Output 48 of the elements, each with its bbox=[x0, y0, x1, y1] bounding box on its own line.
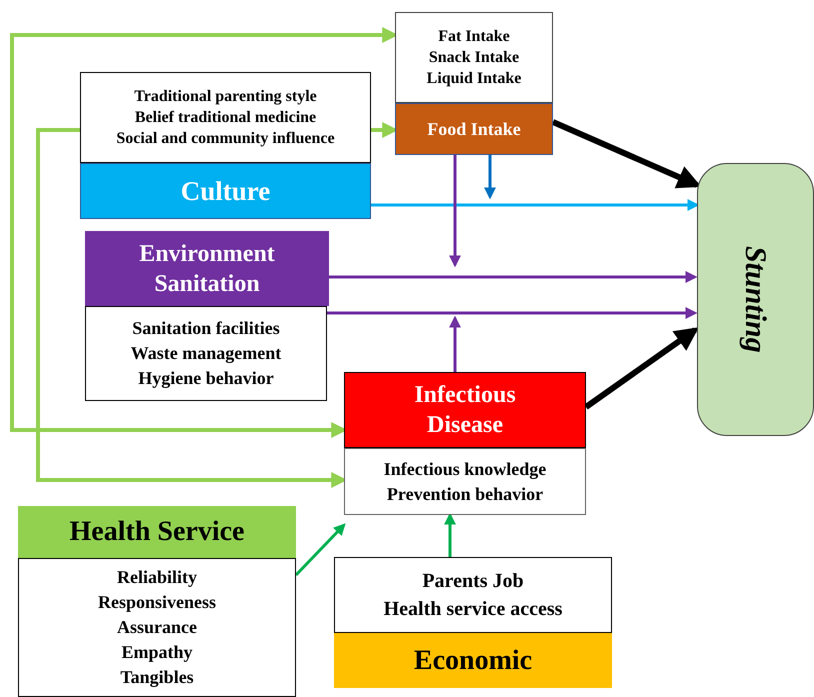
node-label: Culture bbox=[180, 174, 270, 208]
arrow bbox=[444, 512, 456, 557]
arrow bbox=[552, 119, 702, 188]
header-box bbox=[80, 163, 371, 219]
node-label: Tangibles bbox=[120, 666, 194, 689]
header-box bbox=[18, 506, 296, 558]
node-label: Hygiene behavior bbox=[138, 367, 274, 390]
node-label: Food Intake bbox=[427, 118, 521, 140]
header-box bbox=[395, 103, 553, 155]
node-label: Liquid Intake bbox=[426, 69, 522, 89]
header-box bbox=[334, 633, 612, 688]
arrow bbox=[484, 155, 496, 200]
arrow bbox=[327, 307, 698, 319]
node-label: Environment Sanitation bbox=[138, 240, 276, 298]
node-label: Snack Intake bbox=[428, 48, 520, 68]
outcome-box bbox=[697, 163, 814, 436]
factor-list-box bbox=[80, 72, 371, 163]
arrow bbox=[449, 155, 461, 268]
node-label: Responsiveness bbox=[98, 591, 216, 614]
arrow bbox=[371, 199, 700, 211]
node-label: Belief traditional medicine bbox=[134, 108, 316, 128]
header-box bbox=[344, 372, 586, 448]
outcome-label: Stunting bbox=[738, 246, 773, 353]
node-label: Infectious Disease bbox=[413, 381, 517, 440]
node-label: Prevention behavior bbox=[386, 482, 544, 506]
header-box bbox=[85, 231, 329, 306]
node-label: Social and community influence bbox=[116, 129, 335, 149]
node-label: Sanitation facilities bbox=[132, 317, 280, 340]
node-label: Reliability bbox=[117, 566, 197, 589]
node-label: Health service access bbox=[384, 597, 562, 622]
factor-list-box bbox=[85, 306, 327, 401]
node-label: Traditional parenting style bbox=[134, 87, 317, 107]
node-label: Economic bbox=[414, 644, 532, 678]
factor-list-box bbox=[344, 448, 586, 515]
node-label: Infectious knowledge bbox=[384, 458, 546, 481]
factor-list-box bbox=[395, 12, 553, 103]
arrow bbox=[294, 523, 346, 576]
node-label: Health Service bbox=[70, 515, 244, 549]
node-label: Waste management bbox=[130, 342, 282, 365]
node-label: Empathy bbox=[121, 641, 192, 664]
factor-list-box bbox=[334, 557, 612, 633]
node-label: Parents Job bbox=[422, 569, 524, 594]
arrow bbox=[329, 271, 698, 283]
node-label: Assurance bbox=[117, 616, 197, 639]
arrow bbox=[584, 327, 699, 410]
node-label: Fat Intake bbox=[438, 27, 510, 47]
arrow bbox=[449, 316, 461, 372]
factor-list-box bbox=[18, 558, 296, 697]
